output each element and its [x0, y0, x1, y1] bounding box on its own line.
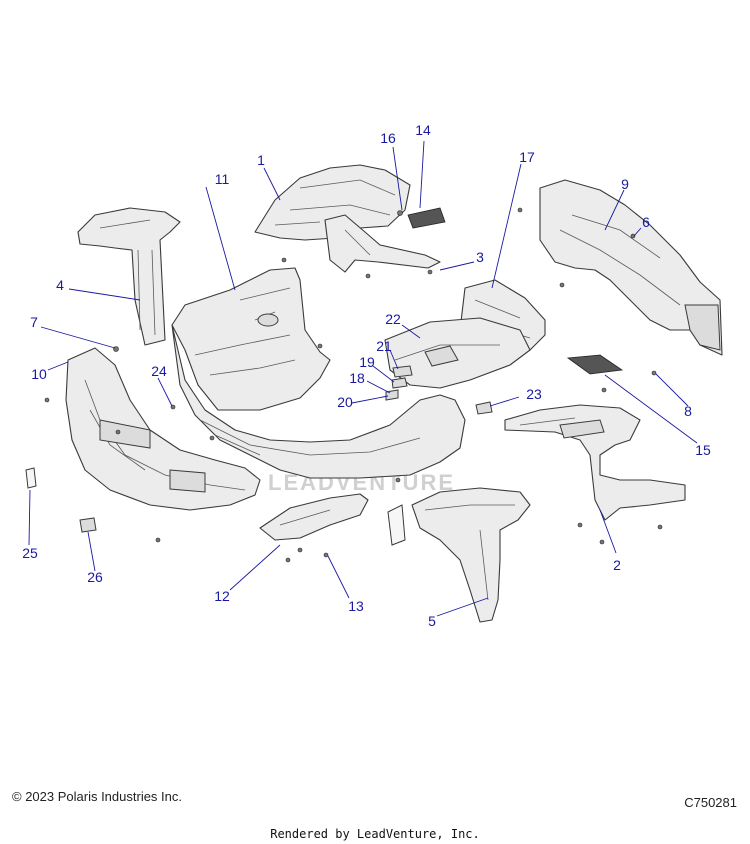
callout-7: 7: [30, 314, 38, 330]
callout-17: 17: [519, 149, 535, 165]
callout-10: 10: [31, 366, 47, 382]
callout-9: 9: [621, 176, 629, 192]
callout-1: 1: [257, 152, 265, 168]
callout-19: 19: [359, 354, 375, 370]
leader-lines: [28, 140, 698, 617]
callout-14: 14: [415, 122, 431, 138]
callout-21: 21: [376, 338, 392, 354]
callout-22: 22: [385, 311, 401, 327]
part-4-left-side-panel: [77, 207, 181, 346]
copyright-text: © 2023 Polaris Industries Inc.: [12, 789, 182, 804]
part-3-lower-dash: [324, 214, 441, 273]
part-25-bracket: [25, 467, 37, 489]
part-26-pad: [79, 517, 97, 533]
callout-12: 12: [214, 588, 230, 604]
callout-26: 26: [87, 569, 103, 585]
part-rocker-bracket: [387, 504, 406, 546]
part-11-floor-tub: [171, 267, 331, 411]
callout-2: 2: [613, 557, 621, 573]
callouts: 1 2 3 4 5 6 7 8 9 10 11 12 13 14 15 16 1…: [22, 122, 711, 629]
part-23-clip: [475, 401, 493, 415]
part-14-vent: [407, 207, 446, 229]
callout-13: 13: [348, 598, 364, 614]
callout-15: 15: [695, 442, 711, 458]
part-5-rocker-panel: [411, 487, 531, 623]
part-22-center-floor: [384, 317, 531, 389]
part-10-front-fascia: [65, 347, 261, 511]
part-2-right-lower-panel: [504, 404, 686, 521]
callout-16: 16: [380, 130, 396, 146]
callout-4: 4: [56, 277, 64, 293]
callout-25: 25: [22, 545, 38, 561]
callout-20: 20: [337, 394, 353, 410]
callout-8: 8: [684, 403, 692, 419]
part-21-bracket: [392, 365, 413, 378]
callout-18: 18: [349, 370, 365, 386]
callout-5: 5: [428, 613, 436, 629]
callout-11: 11: [215, 171, 230, 187]
callout-23: 23: [526, 386, 542, 402]
part-9-rear-body: [539, 179, 723, 356]
rendered-by-credit: Rendered by LeadVenture, Inc.: [270, 827, 480, 841]
callout-6: 6: [642, 214, 650, 230]
part-19-bracket: [391, 377, 408, 389]
part-front-body-tub: [171, 324, 466, 479]
callout-3: 3: [476, 249, 484, 265]
figure-code: C750281: [684, 795, 737, 810]
part-15-rear-vent: [566, 354, 624, 375]
part-16-clip: [397, 210, 403, 216]
fasteners: [44, 207, 663, 563]
callout-24: 24: [151, 363, 167, 379]
part-12-skid-plate: [259, 493, 369, 541]
part-1-dash-panel: [254, 164, 411, 241]
